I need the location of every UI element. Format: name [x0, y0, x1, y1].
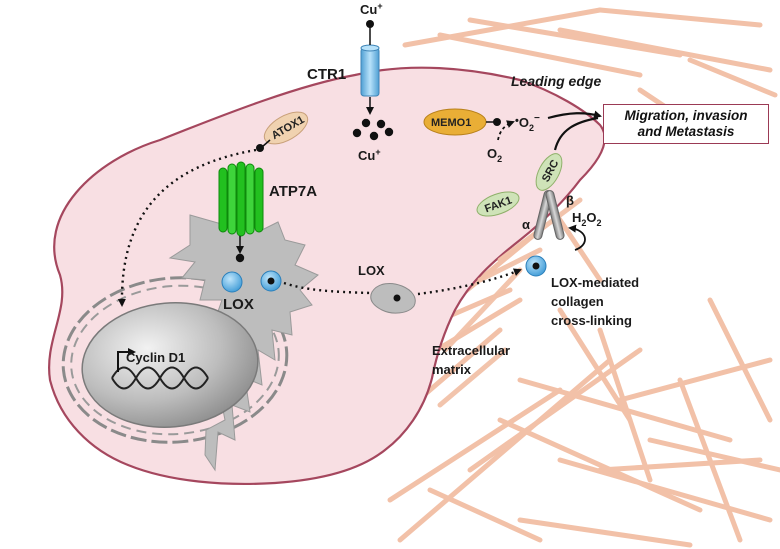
lox-extracellular-dot: [532, 262, 540, 270]
nucleus: [81, 302, 259, 428]
atp7a-transporter: [218, 161, 264, 237]
nuclear-envelope: [61, 276, 289, 444]
extracellular-matrix-label: Extracellular matrix: [432, 343, 514, 377]
integrin-alpha-label: α: [522, 217, 530, 232]
lox-mediated-label: LOX-mediated collagen cross-linking: [551, 275, 643, 328]
metastasis-callout: Migration, invasion and Metastasis: [603, 104, 769, 144]
memo1-label: MEMO1: [431, 117, 471, 129]
atox1-copper-ion: [256, 144, 264, 152]
lox-golgi-vesicle: [221, 271, 243, 293]
superoxide-to-metastasis-arrow: [547, 110, 602, 120]
ctr1-label: CTR1: [307, 66, 346, 83]
oxygen-to-superoxide-arrow: [497, 120, 515, 141]
collagen-fibers-front: [437, 197, 583, 408]
callout-line-2: and Metastasis: [637, 124, 735, 139]
atox1-nucleus-path: [117, 148, 257, 307]
nuclear-envelope-inner: [70, 284, 280, 436]
src-kinase: [535, 153, 563, 191]
integrin-receptor: [533, 190, 565, 240]
lox-golgi-label: LOX: [223, 296, 254, 313]
lox-vesicle-label: LOX: [358, 263, 385, 278]
fak1-kinase: [476, 191, 520, 217]
ctr1-top: [360, 44, 380, 52]
atp7a-copper-ion: [235, 253, 245, 263]
callout-line-1: Migration, invasion: [624, 108, 748, 123]
atox1-chaperone: [263, 111, 309, 145]
copper-ions-cytosol: [352, 118, 394, 141]
h2o2-label: H2O2: [572, 210, 602, 228]
lox-copper-dot: [267, 277, 275, 285]
memo1-copper-ion: [493, 118, 501, 126]
lox-vesicle-dot: [393, 294, 401, 302]
copper-inside-label: Cu+: [358, 147, 381, 163]
atp7a-label: ATP7A: [269, 183, 317, 200]
integrin-beta-label: β: [566, 193, 574, 208]
dna-helix-icon: [111, 366, 209, 390]
ctr1-transporter: [360, 47, 380, 97]
copper-top-label: Cu+: [360, 1, 383, 17]
oxygen-label: O2: [487, 146, 502, 164]
leading-edge-label: Leading edge: [511, 73, 601, 89]
copper-ion-top: [366, 20, 374, 28]
h2o2-arrow: [568, 224, 586, 251]
superoxide-label: •O2−: [515, 113, 540, 133]
transcription-start-icon: [117, 348, 136, 372]
src-to-metastasis-arrow: [553, 116, 599, 151]
cyclin-d1-label: Cyclin D1: [126, 350, 185, 365]
lox-secretory-vesicle: [370, 283, 416, 314]
lox-secretion-path: [283, 281, 373, 295]
